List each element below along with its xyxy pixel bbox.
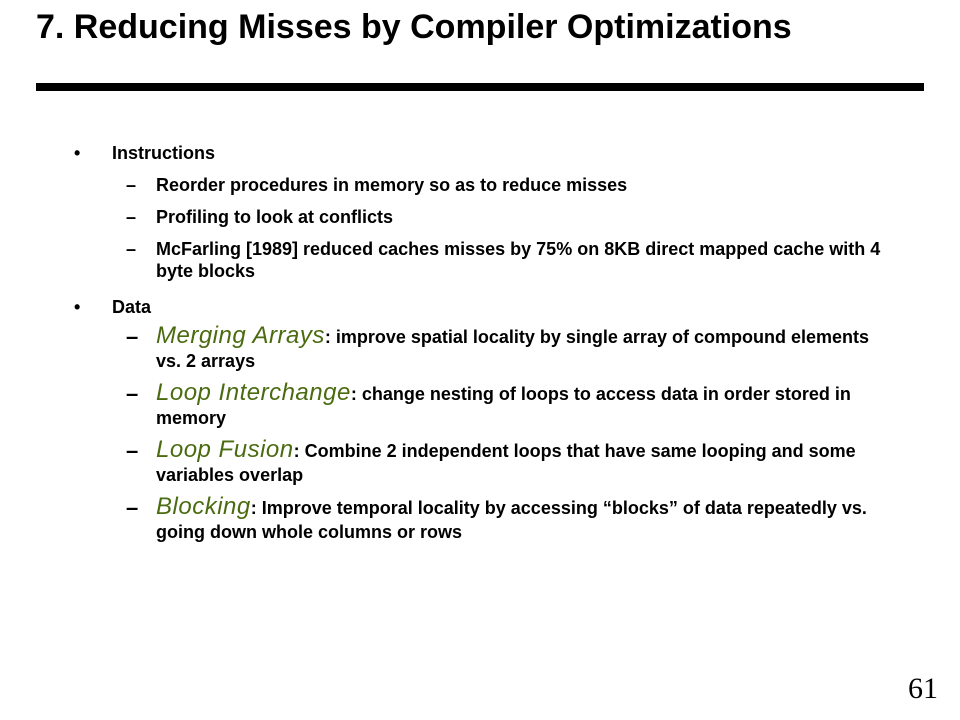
sub-item-mcfarling: – McFarling [1989] reduced caches misses…	[70, 238, 890, 282]
dash-icon: –	[126, 495, 139, 520]
bullet-data: • Data	[70, 296, 890, 318]
term-blocking: Blocking	[156, 493, 251, 520]
term-loop-interchange: Loop Interchange	[156, 379, 351, 406]
bullet-dot-icon: •	[74, 143, 81, 163]
dash-icon: –	[126, 239, 137, 259]
dash-icon: –	[126, 438, 139, 463]
dash-icon: –	[126, 207, 137, 227]
title-underline-rule	[36, 83, 924, 91]
term-merging-arrays: Merging Arrays	[156, 322, 325, 349]
dash-icon: –	[126, 381, 139, 406]
term-loop-fusion: Loop Fusion	[156, 436, 294, 463]
sub-item-loop-fusion: – Loop Fusion: Combine 2 independent loo…	[70, 438, 890, 487]
sub-item-blocking: – Blocking: Improve temporal locality by…	[70, 495, 890, 544]
bullet-label: Instructions	[112, 143, 216, 163]
sub-item-text: Reorder procedures in memory so as to re…	[156, 175, 628, 195]
sub-item-text: : Combine 2 independent loops that have …	[156, 441, 856, 485]
bullet-instructions: • Instructions	[70, 142, 890, 164]
page-number: 61	[908, 672, 938, 705]
sub-item-profiling: – Profiling to look at conflicts	[70, 206, 890, 228]
sub-item-merging-arrays: – Merging Arrays: improve spatial locali…	[70, 324, 890, 373]
sub-item-text: McFarling [1989] reduced caches misses b…	[156, 239, 881, 281]
slide-title: 7. Reducing Misses by Compiler Optimizat…	[36, 8, 792, 46]
sub-item-text: Profiling to look at conflicts	[156, 207, 394, 227]
dash-icon: –	[126, 175, 137, 195]
sub-item-loop-interchange: – Loop Interchange: change nesting of lo…	[70, 381, 890, 430]
sub-item-text: : Improve temporal locality by accessing…	[156, 498, 867, 542]
sub-item-text: : improve spatial locality by single arr…	[156, 327, 869, 371]
bullet-label: Data	[112, 297, 152, 317]
sub-item-text: : change nesting of loops to access data…	[156, 384, 851, 428]
bullet-dot-icon: •	[74, 297, 81, 317]
sub-item-reorder-procedures: – Reorder procedures in memory so as to …	[70, 174, 890, 196]
dash-icon: –	[126, 324, 139, 349]
slide-content: • Instructions – Reorder procedures in m…	[70, 142, 890, 544]
